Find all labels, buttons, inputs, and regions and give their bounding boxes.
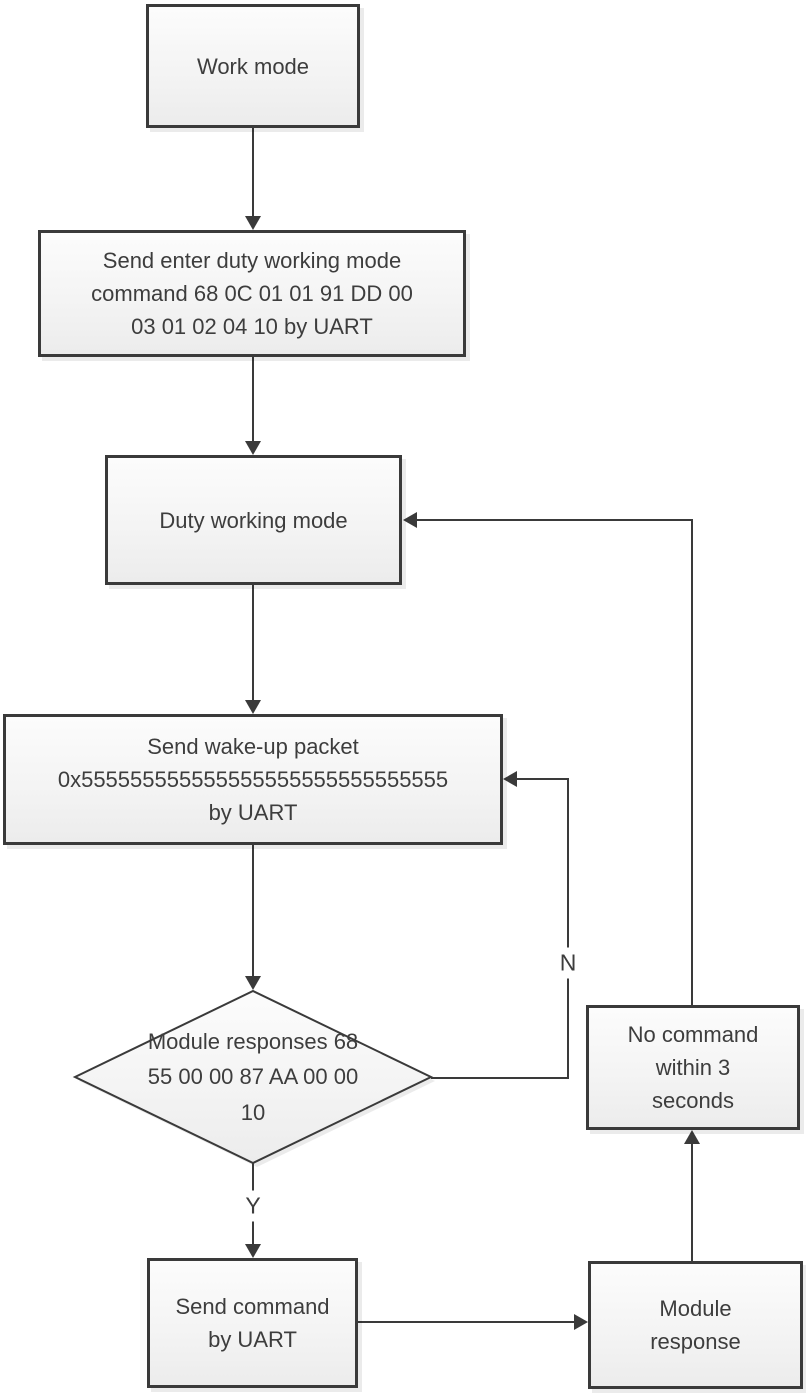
edge-label-no: N (554, 947, 582, 979)
edge-duty-to-wakeup (245, 585, 261, 714)
node-no-command-within-3-seconds: No command within 3 seconds (586, 1005, 800, 1130)
decision-diamond (72, 989, 435, 1167)
node-work-mode: Work mode (146, 4, 360, 128)
edge-nocommand-to-duty (403, 512, 693, 1005)
edge-wakeup-to-decision (245, 845, 261, 990)
edge-moduleresp-to-nocommand (684, 1130, 700, 1261)
node-send-command-by-uart: Send command by UART (147, 1258, 358, 1388)
edge-work-to-enterduty (245, 128, 261, 230)
edge-decision-no (431, 771, 569, 1079)
node-send-wakeup-packet: Send wake-up packet 0x555555555555555555… (3, 714, 503, 845)
edge-enterduty-to-duty (245, 357, 261, 455)
node-module-response: Module response (588, 1261, 803, 1389)
node-send-enter-duty-command: Send enter duty working mode command 68 … (38, 230, 466, 357)
edge-sendcmd-to-moduleresp (358, 1314, 588, 1330)
node-duty-working-mode: Duty working mode (105, 455, 402, 585)
edge-label-yes: Y (240, 1190, 266, 1222)
